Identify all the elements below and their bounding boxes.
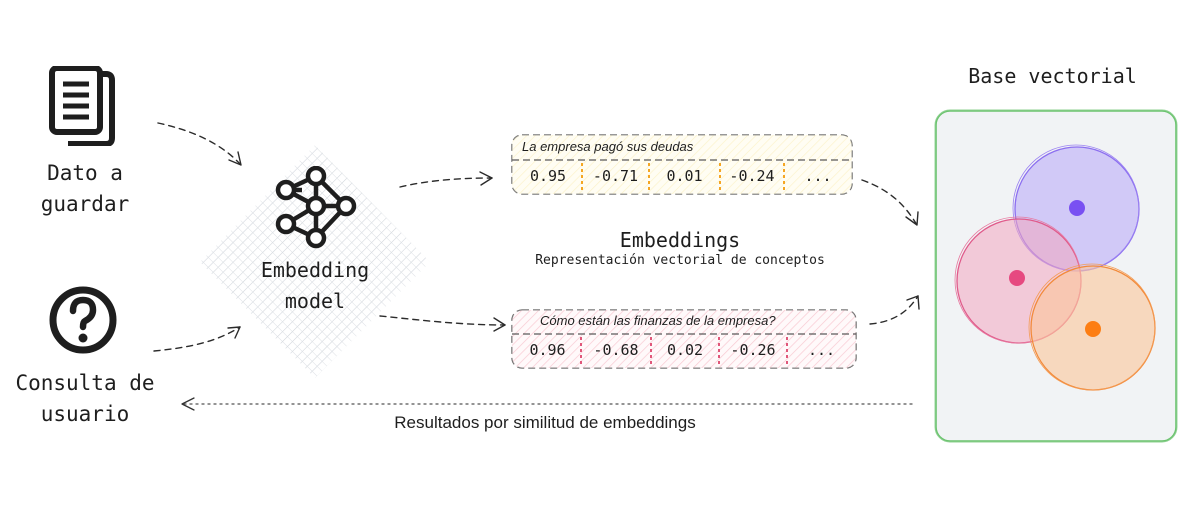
doc-vector-value: 0.95 <box>529 167 567 185</box>
arrow-query-to-store <box>869 295 920 325</box>
model-label: Embedding model <box>260 258 370 313</box>
doc-embedding-text: La empresa pagó sus deudas <box>522 139 694 154</box>
arrow-results <box>181 397 913 411</box>
vector-store-title: Base vectorial <box>968 64 1137 88</box>
cluster-purple-center <box>1069 200 1085 216</box>
doc-vector-value: 0.01 <box>666 167 703 185</box>
cluster-orange-center <box>1085 321 1101 337</box>
arrow-query-to-model <box>153 326 241 352</box>
doc-embedding-box <box>511 134 853 195</box>
query-embedding-box <box>511 309 857 369</box>
query-vector-value: 0.02 <box>666 341 704 359</box>
doc-vector-value: -0.24 <box>729 167 775 185</box>
arrow-model-to-doc <box>399 171 493 188</box>
results-label: Resultados por similitud de embeddings <box>394 413 696 432</box>
doc-vector-value: -0.71 <box>592 167 639 185</box>
model-diamond <box>200 145 430 378</box>
embeddings-title: Embeddings <box>619 228 741 252</box>
query-embedding-text: Cómo están las finanzas de la empresa? <box>540 313 776 328</box>
document-icon <box>49 66 115 146</box>
query-vector-value: -0.68 <box>593 341 639 359</box>
data-label: Dato a guardar <box>40 161 130 216</box>
embeddings-subtitle: Representación vectorial de conceptos <box>535 253 825 268</box>
arrow-doc-to-store <box>861 179 919 226</box>
query-label: Consulta de usuario <box>15 371 155 426</box>
neural-network-icon <box>275 166 357 249</box>
doc-vector-value: ... <box>804 167 832 185</box>
arrow-data-to-model <box>157 122 242 166</box>
cluster-pink-center <box>1009 270 1025 286</box>
question-icon <box>49 286 117 354</box>
arrow-model-to-query <box>379 315 506 332</box>
query-vector-value: 0.96 <box>529 341 566 359</box>
query-vector: 0.96 -0.68 0.02 -0.26 ... <box>514 336 856 364</box>
query-vector-value: ... <box>807 341 836 359</box>
query-vector-value: -0.26 <box>730 341 776 359</box>
doc-vector: 0.95 -0.71 0.01 -0.24 ... <box>514 162 852 190</box>
